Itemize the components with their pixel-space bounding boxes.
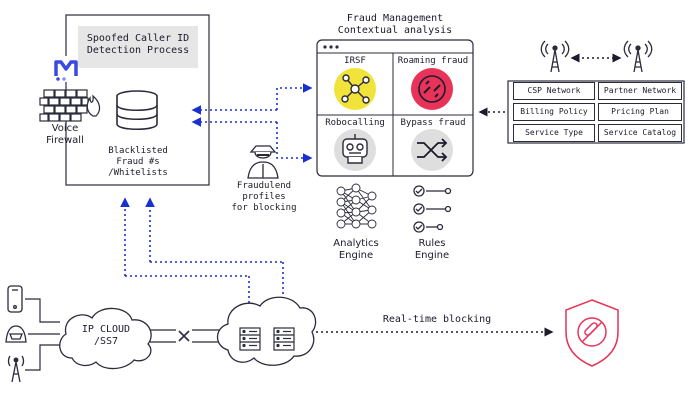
analytics-engine-label: Analytics Engine [333,238,379,261]
fraud-feed-arrow-lower [276,122,313,163]
tile-label-irsf: IRSF [344,56,366,66]
neural-network-icon [336,183,377,229]
broken-link-icon [411,68,453,110]
smartphone-icon [7,285,23,313]
antenna-mast-icon [7,355,25,383]
cell-tower-icon [540,40,570,73]
ip-cloud-label: IP CLOUD /SS7 [81,324,131,347]
server-cloud-shape [216,296,317,366]
fraud-profiles-label: Fraudulend profiles for blocking [231,181,297,213]
brand-logo-icon [53,56,79,82]
network-cell-partner: Partner Network [598,82,682,100]
detection-title-bg [78,26,198,68]
hacker-device-icon [5,325,27,343]
database-icon [116,90,158,131]
rules-engine-label: Rules Engine [414,238,450,261]
device-links [25,298,60,371]
network-cell-pricing: Pricing Plan [598,103,682,121]
firewall-icon [39,89,101,122]
network-cell-billing: Billing Policy [513,103,595,121]
tile-label-bypass: Bypass fraud [400,118,466,128]
database-label: Blacklisted Fraud #s /Whitelists [108,146,168,178]
hacker-icon [247,145,279,179]
robot-icon [334,129,376,171]
fraud-management-title: Fraud Management Contextual analysis [337,13,453,36]
network-nodes-icon [334,68,376,110]
network-cell-csp: CSP Network [513,82,595,100]
fraud-feed-arrow-upper [276,83,313,110]
cell-tower-icon [623,40,653,73]
detection-title: Spoofed Caller ID Detection Process [86,33,190,56]
network-cell-service-type: Service Type [513,124,595,142]
blocked-shield-icon [565,299,619,367]
realtime-blocking-label: Real-time blocking [382,314,492,325]
shuffle-arrows-icon [411,129,453,171]
tile-label-roaming: Roaming fraud [397,56,469,66]
server-rack-icon [273,327,295,351]
voice-firewall-label: Voice Firewall [46,123,84,146]
network-cell-service-catalog: Service Catalog [598,124,682,142]
blocked-x-icon [176,329,192,343]
server-rack-icon [239,327,261,351]
rules-checklist-icon [413,185,452,233]
tile-label-robocalling: Robocalling [325,118,385,128]
ip-cloud-shape [59,307,152,370]
